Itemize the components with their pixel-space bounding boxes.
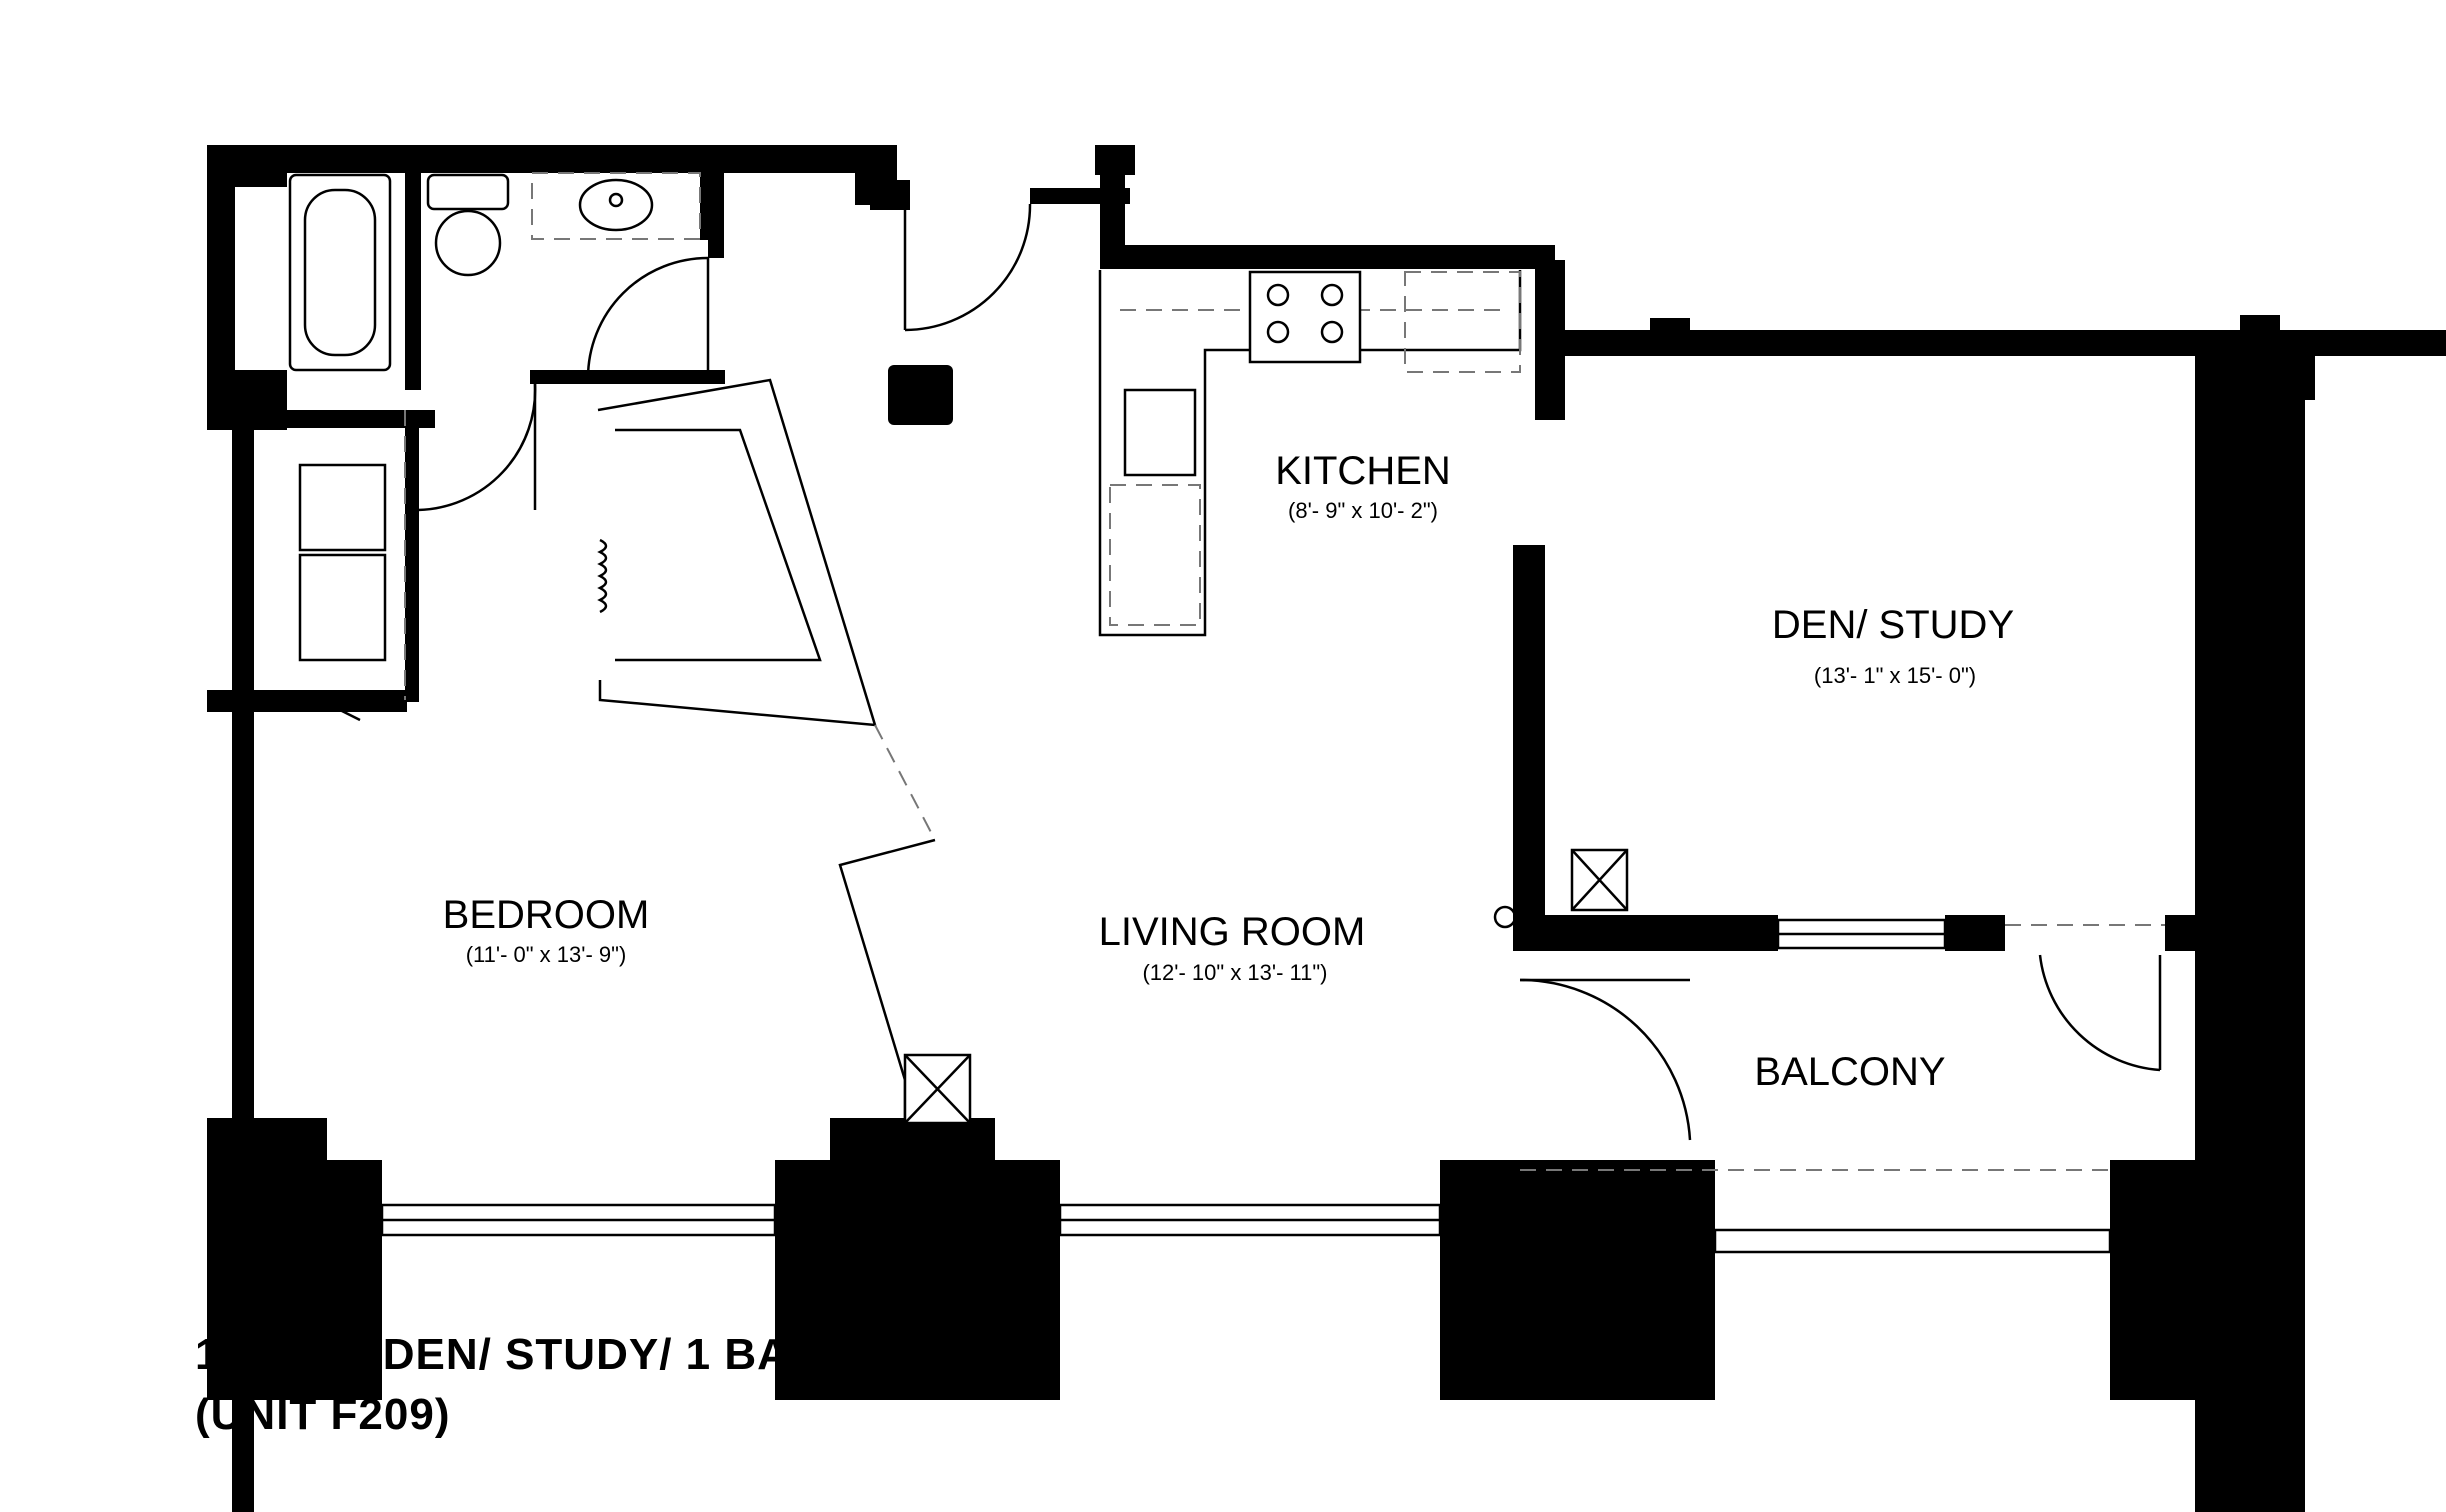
room-labels: KITCHEN (8'- 9" x 10'- 2") DEN/ STUDY (1… [443,449,2014,1094]
living-room-dimensions: (12'- 10" x 13'- 11") [1142,960,1327,985]
den-study-label: DEN/ STUDY [1772,603,2014,647]
living-room-label: LIVING ROOM [1099,910,1366,954]
den-study-dimensions: (13'- 1" x 15'- 0") [1814,663,1976,688]
bathroom-fixtures [288,172,701,372]
unit-summary: 1 BED + DEN/ STUDY/ 1 BATH, 1001 SF [195,1330,1048,1379]
bedroom-dimensions: (11'- 0" x 13'- 9") [466,942,627,967]
kitchen-label: KITCHEN [1275,449,1451,493]
doors [417,203,2165,1171]
bedroom-label: BEDROOM [443,893,650,937]
walls [207,145,2446,1512]
laundry-closet [298,410,406,722]
windows [380,918,2112,1254]
kitchen-dimensions: (8'- 9" x 10'- 2") [1288,498,1438,523]
balcony-label: BALCONY [1754,1050,1945,1094]
unit-number: (UNIT F209) [195,1390,451,1439]
walk-in-closet [597,378,936,1120]
kitchen-counters [888,270,1629,1125]
